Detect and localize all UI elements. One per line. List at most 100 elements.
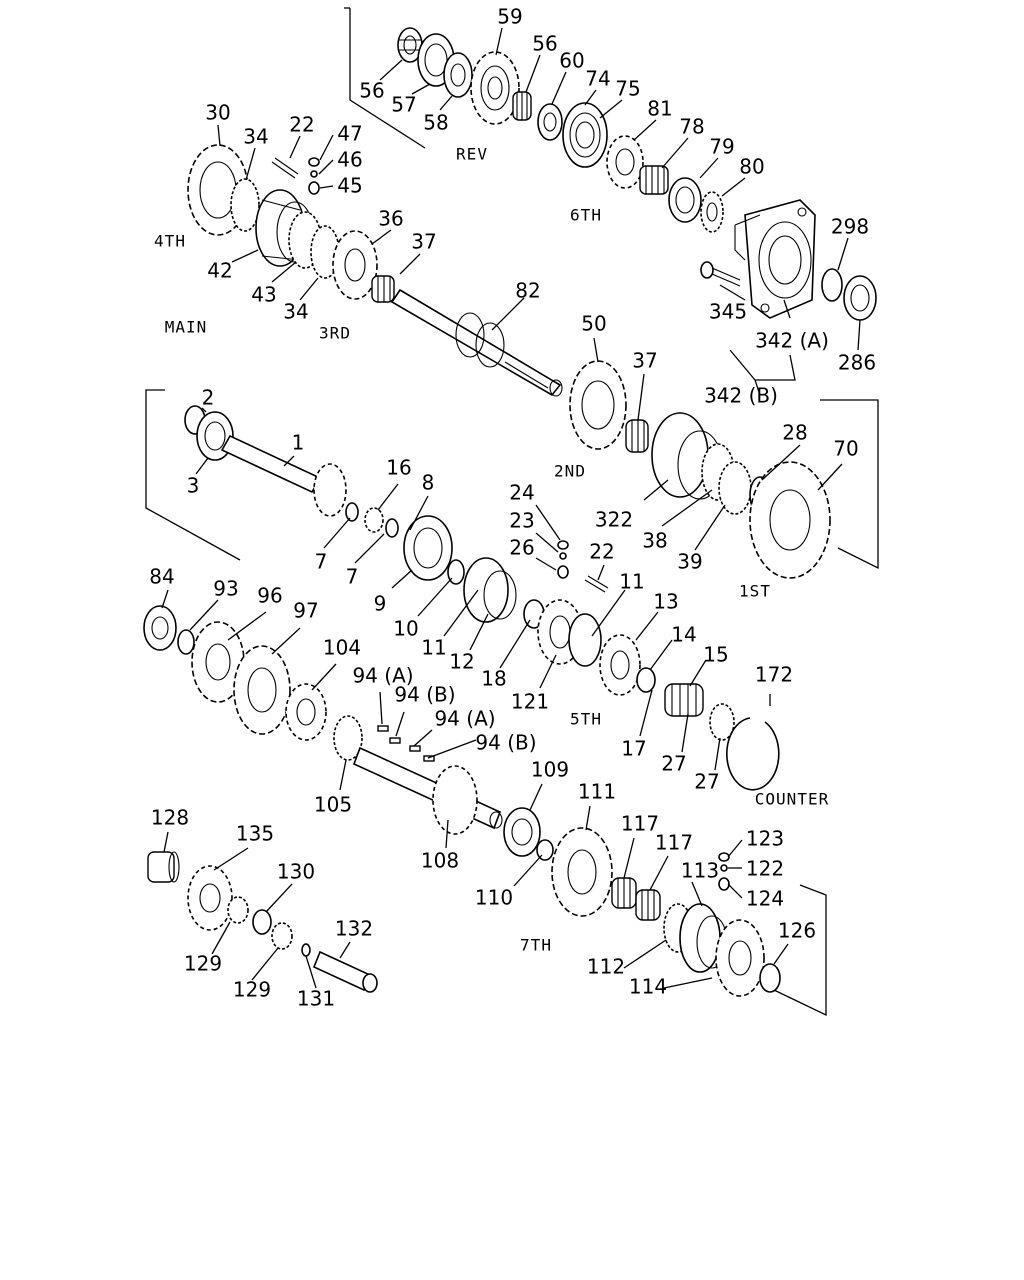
frame-reverse-group [344, 7, 426, 149]
part-callout: 50 [581, 312, 606, 336]
gear-114 [715, 919, 765, 997]
section-label-rev: REV [456, 145, 488, 164]
ring-34-upper [230, 178, 260, 232]
detent-122-123-124 [718, 852, 730, 891]
bearing-74-75 [562, 102, 608, 168]
input-shaft-1 [220, 434, 347, 517]
bearing-129-right [271, 922, 293, 950]
part-callout: 8 [422, 471, 435, 495]
gear-104 [285, 683, 327, 741]
section-label-6th: 6TH [570, 206, 602, 225]
part-callout: 122 [746, 857, 784, 881]
hub-58 [443, 52, 473, 98]
part-callout: 123 [746, 827, 784, 851]
part-callout: 37 [411, 230, 436, 254]
gear-59 [470, 51, 520, 125]
part-callout: 121 [511, 690, 549, 714]
part-callout: 22 [589, 540, 614, 564]
gear-70-1st [749, 461, 831, 579]
snap-ring-126 [759, 963, 781, 993]
part-callout: 131 [297, 987, 335, 1011]
part-callout: 45 [337, 174, 362, 198]
gear-111-7th [551, 827, 613, 917]
bearing-80 [700, 191, 724, 233]
gear-50-2nd [569, 360, 627, 450]
bearing-8-9 [403, 515, 453, 581]
ring-131 [301, 943, 311, 957]
gear-36-3rd [332, 230, 378, 300]
part-callout: 14 [671, 623, 696, 647]
gear-135 [187, 865, 233, 931]
part-callout: 74 [585, 67, 610, 91]
part-callout: 18 [481, 667, 506, 691]
part-callout: 126 [778, 919, 816, 943]
part-callout: 113 [681, 859, 719, 883]
part-callout: 15 [703, 643, 728, 667]
part-callout: 10 [393, 617, 418, 641]
part-callout: 12 [449, 650, 474, 674]
gear-105 [333, 715, 363, 761]
part-callout: 78 [679, 115, 704, 139]
bearing-109 [503, 807, 541, 857]
part-callout: 11 [421, 636, 446, 660]
frame-counter-group [773, 884, 827, 1017]
part-callout: 16 [386, 456, 411, 480]
part-callout: 109 [531, 758, 569, 782]
countershaft-108 [352, 746, 503, 835]
part-callout: 1 [292, 431, 305, 455]
part-callout: 47 [337, 122, 362, 146]
frame-first-gear-group [820, 399, 879, 570]
part-callout: 79 [709, 135, 734, 159]
part-callout: 7 [346, 565, 359, 589]
leader-lines [161, 27, 861, 989]
mainshaft-82 [390, 288, 563, 397]
part-callout: 46 [337, 148, 362, 172]
part-callout: 322 [595, 508, 633, 532]
part-callout: 70 [833, 437, 858, 461]
part-callout: 286 [838, 351, 876, 375]
section-label-1st: 1ST [739, 582, 771, 601]
part-callout: 75 [615, 77, 640, 101]
part-callout: 34 [243, 125, 268, 149]
section-label-7th: 7TH [520, 936, 552, 955]
part-callout: 117 [621, 812, 659, 836]
part-callout: 36 [378, 207, 403, 231]
section-label-3rd: 3RD [319, 324, 351, 343]
part-callout: 104 [323, 636, 361, 660]
part-callout: 28 [782, 421, 807, 445]
part-callout: 172 [755, 663, 793, 687]
section-label-2nd: 2ND [554, 462, 586, 481]
bearing-14 [636, 667, 656, 693]
bearing-37-lower [625, 419, 649, 453]
part-callout: 94 (B) [394, 683, 455, 707]
bolt-345 [700, 261, 741, 287]
part-callout: 34 [283, 300, 308, 324]
part-callout: 22 [289, 113, 314, 137]
frame-342-bracket [729, 349, 796, 396]
reverse-gear-group [397, 27, 724, 233]
part-callout: 84 [149, 565, 174, 589]
part-callout: 129 [184, 952, 222, 976]
part-callout: 93 [213, 577, 238, 601]
part-callout: 27 [661, 752, 686, 776]
part-callout: 7 [315, 550, 328, 574]
part-callout: 17 [621, 737, 646, 761]
seal-286 [843, 275, 877, 321]
section-label-4th: 4TH [154, 232, 186, 251]
part-callout: 30 [205, 101, 230, 125]
section-label-main: MAIN [165, 318, 208, 337]
snap-ring-172 [726, 717, 780, 791]
part-callout: 94 (A) [434, 707, 495, 731]
washer-130 [252, 909, 272, 935]
part-callout: 128 [151, 806, 189, 830]
bushing-128 [147, 851, 180, 883]
gear-13-5th [599, 634, 641, 696]
part-callout: 94 (B) [475, 731, 536, 755]
ring-7-right [385, 518, 399, 538]
part-callout: 56 [532, 32, 557, 56]
oring-298 [821, 268, 843, 302]
collar-60 [537, 103, 563, 141]
part-callout: 345 [709, 300, 747, 324]
bearing-129-left [227, 896, 249, 924]
